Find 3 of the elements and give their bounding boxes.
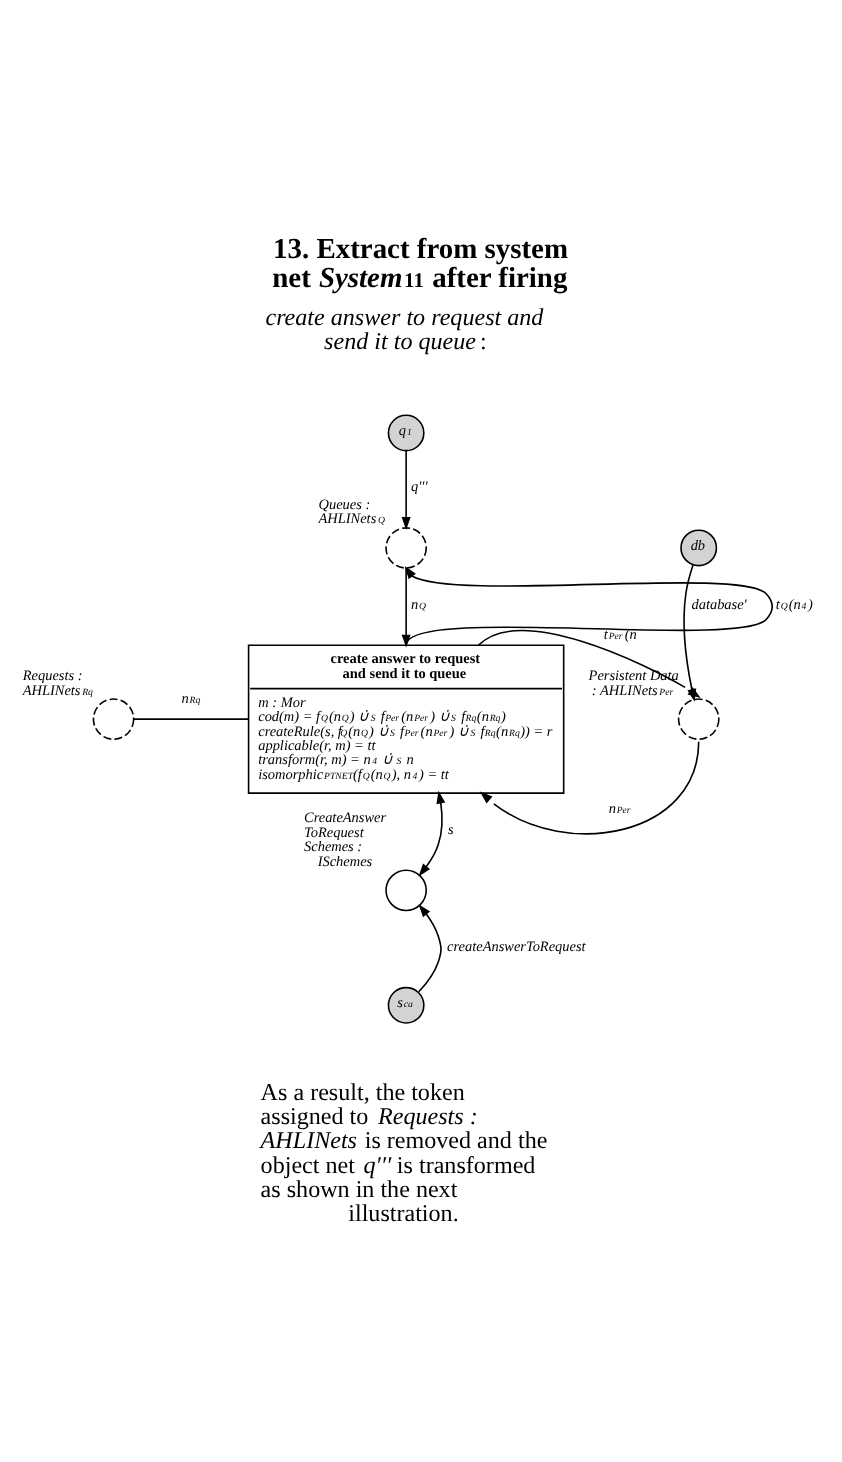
diagram-title: 13. Extract from system net System11 after firing bbox=[272, 233, 568, 295]
label: create answer to request and send it to queue: bbox=[265, 302, 544, 355]
caption: As a result, the token assigned to Requests : AHLINets is removed and the object net q′′′ is transformed as shown in the next illustration. bbox=[260, 1077, 548, 1226]
